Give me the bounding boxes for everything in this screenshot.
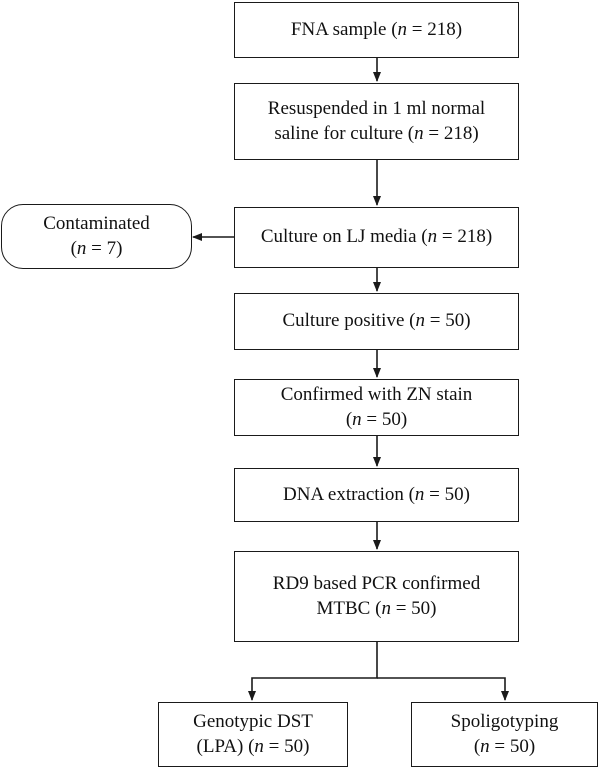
node-culture-lj: Culture on LJ media (n = 218) (234, 207, 519, 268)
node-fna-sample: FNA sample (n = 218) (234, 2, 519, 58)
node-dna-extraction: DNA extraction (n = 50) (234, 468, 519, 522)
branch-pcr-to-outputs (248, 642, 378, 701)
node-spoligotyping: Spoligotyping (n = 50) (411, 702, 598, 767)
node-pcr-mtbc: RD9 based PCR confirmed MTBC (n = 50) (234, 551, 519, 642)
node-resuspend: Resuspended in 1 ml normal saline for cu… (234, 83, 519, 160)
branch-pcr-to-spolig (377, 677, 509, 701)
node-contaminated: Contaminated (n = 7) (1, 204, 192, 269)
node-culture-positive: Culture positive (n = 50) (234, 293, 519, 350)
node-zn-stain: Confirmed with ZN stain (n = 50) (234, 379, 519, 436)
node-genotypic-dst: Genotypic DST (LPA) (n = 50) (158, 702, 348, 767)
